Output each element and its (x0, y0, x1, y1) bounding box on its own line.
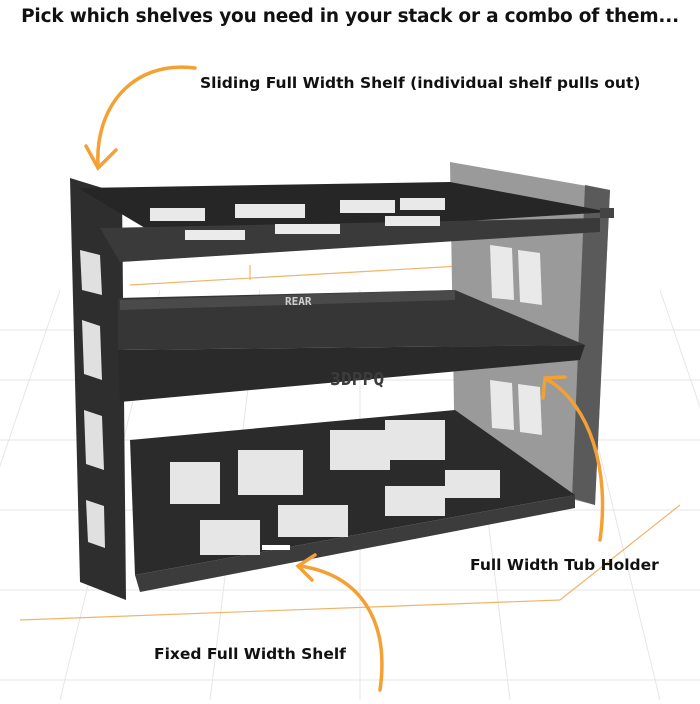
label-tub-holder: Full Width Tub Holder (470, 556, 659, 574)
label-fixed-shelf: Fixed Full Width Shelf (154, 645, 346, 663)
arrow-to-sliding-shelf (84, 65, 197, 171)
full-width-tub-holder: REAR 3DPPQ (118, 290, 585, 402)
left-side-panel (70, 178, 126, 600)
arrow-to-fixed-shelf (295, 553, 384, 692)
label-sliding-shelf: Sliding Full Width Shelf (individual she… (200, 74, 641, 92)
curved-arrow-icon (96, 65, 197, 167)
page-headline: Pick which shelves you need in your stac… (21, 6, 679, 27)
embossed-brand-text: 3DPPQ (330, 369, 384, 390)
curved-arrow-icon (546, 378, 605, 542)
curved-arrow-icon (298, 564, 384, 692)
floor-accent-lines (19, 265, 681, 621)
embossed-rear-text: REAR (285, 295, 312, 308)
sliding-full-width-shelf (78, 182, 614, 262)
fixed-full-width-shelf (130, 410, 575, 592)
arrow-to-tub-holder (541, 375, 605, 542)
